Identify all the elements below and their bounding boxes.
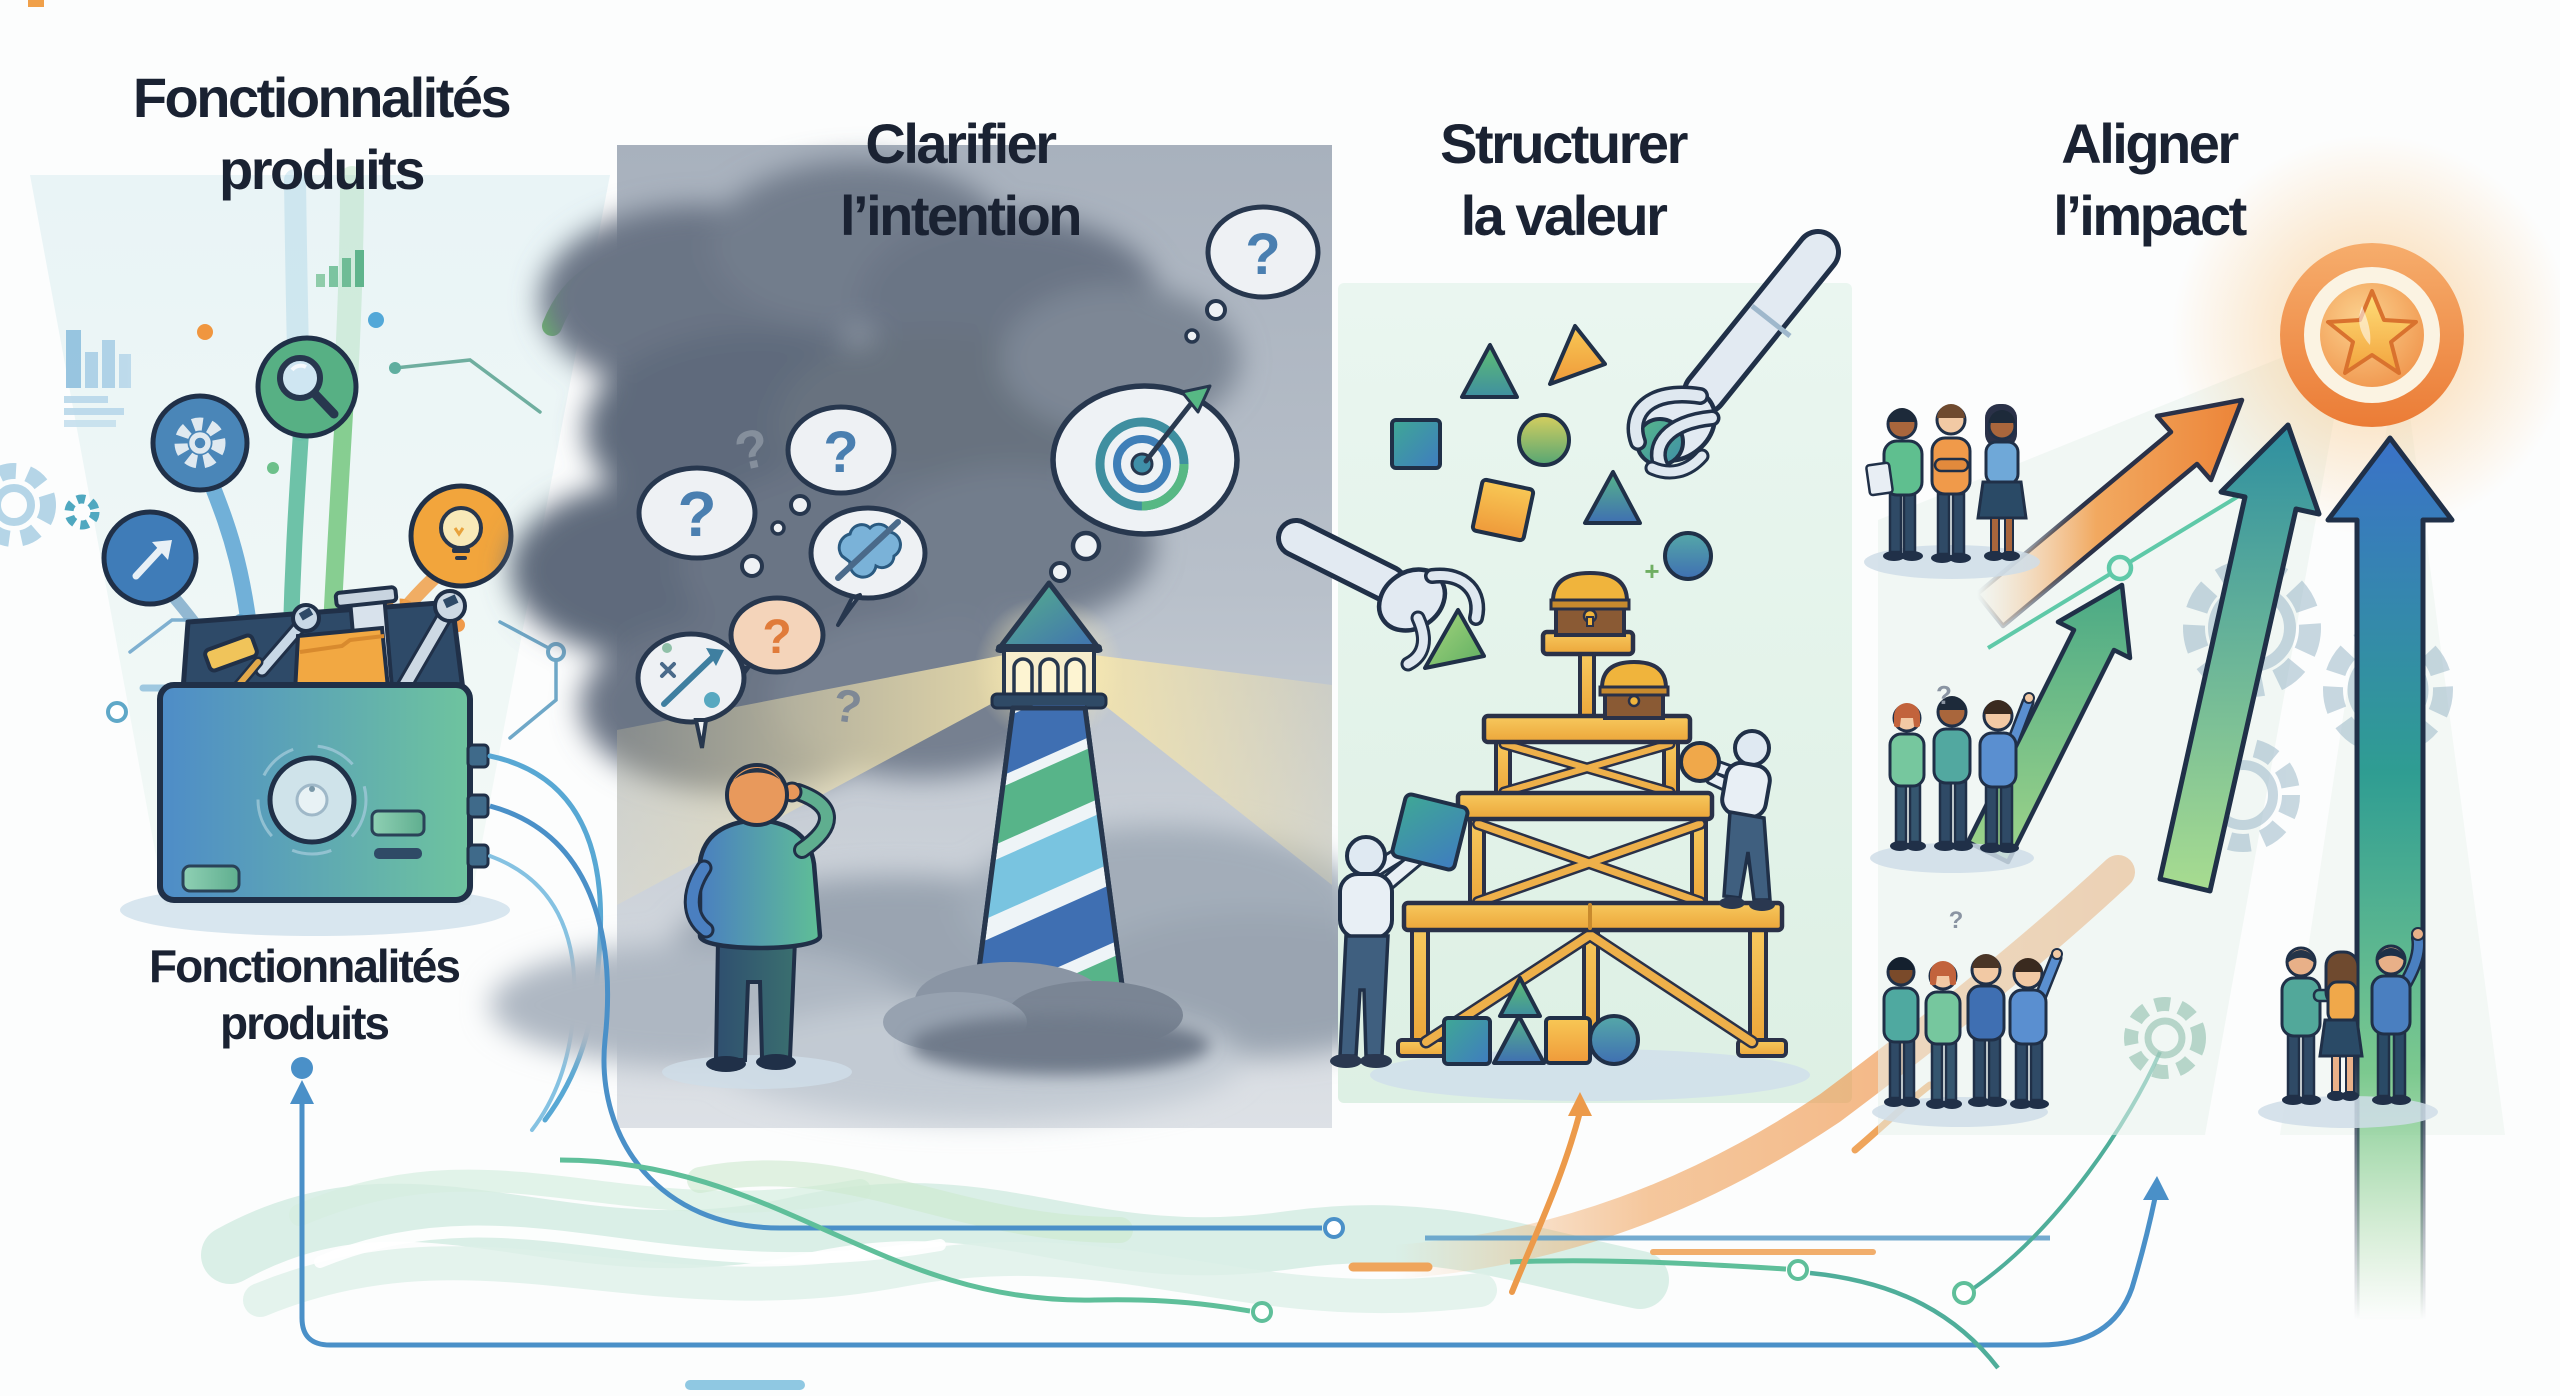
flow-line-blue [290,803,2169,1390]
robot-hand-icon [1626,229,1841,480]
question-mark: ? [1245,222,1280,287]
toolbox-caption-line2: produits [220,997,390,1049]
panel3-heading-line2: la valeur [1460,184,1668,247]
connector-node [2106,554,2134,582]
gear-icon [2124,997,2206,1079]
people-group [1870,692,2035,873]
accent-dot [267,462,279,474]
panel4-heading: Aligner l’impact [1879,108,2419,252]
person-confused [662,763,852,1089]
caption-node [291,1057,313,1079]
panel-align: ? ? [1864,135,2560,1323]
orange-bubble [728,595,826,675]
panel3-heading-line1: Structurer [1440,112,1688,175]
head [725,763,789,827]
flow-line-green [559,1051,2162,1370]
star-badge [2280,243,2464,427]
lighthouse-beam-right [1094,655,1332,885]
builder-placing-ball [1679,729,1775,911]
question-bubbles [635,204,1321,749]
panel1-heading-line2: produits [219,138,425,201]
brain-bubble [808,505,928,627]
growth-arrow-green [2157,422,2322,894]
base-shapes [1442,976,1640,1066]
tools [203,585,467,706]
target-bubble [1049,383,1240,583]
falling-shapes [1390,324,1713,581]
panel-structure: + [1276,229,1852,1103]
panel4-heading-line1: Aligner [2061,112,2239,175]
gear-icon [64,494,100,530]
strategy-bubble [635,631,747,749]
accent-dot [197,324,213,340]
people-group-back [2258,927,2438,1128]
panel1-heading: Fonctionnalités produits [51,62,591,206]
people-group [1864,404,2040,579]
question-mark: ? [1936,680,1952,710]
arrow-circle-icon [101,509,199,607]
panel3-heading: Structurer la valeur [1293,108,1833,252]
treasure-chest [1598,659,1670,720]
panel2-heading-line1: Clarifier [865,112,1057,175]
question-mark: ? [1949,907,1964,934]
toolbox-caption: Fonctionnalités produits [89,938,519,1052]
panel-clarify: ? ? ? ? ? ? [490,145,1435,1128]
treasure-chest [1549,570,1631,637]
gear-icon [0,463,56,547]
toolbox [120,585,510,936]
plus-mark: + [1644,556,1659,586]
scaffold [1396,629,1788,1058]
lightbulb-circle-icon [408,483,514,589]
bar-chart-icon [64,330,131,427]
star-icon [2326,289,2418,375]
gear-circle-icon [150,393,250,493]
builder-lifting-square [1330,792,1470,1068]
robot-hand-icon [1276,518,1486,672]
question-mark: ? [677,478,716,550]
question-mark: ? [823,420,858,485]
accent-dot [368,312,384,328]
panel1-heading-line1: Fonctionnalités [132,66,512,129]
rocks [883,962,1210,1075]
toolbox-caption-line1: Fonctionnalités [149,940,461,992]
mini-bars-icon [316,250,364,287]
corner-accent [28,0,44,7]
question-mark: ? [762,611,791,664]
panel2-heading-line2: l’intention [839,184,1083,247]
panel4-heading-line2: l’impact [2053,184,2247,247]
panel2-heading: Clarifier l’intention [690,108,1230,252]
magnifier-circle-icon [255,335,359,439]
people-group [1872,948,2063,1127]
